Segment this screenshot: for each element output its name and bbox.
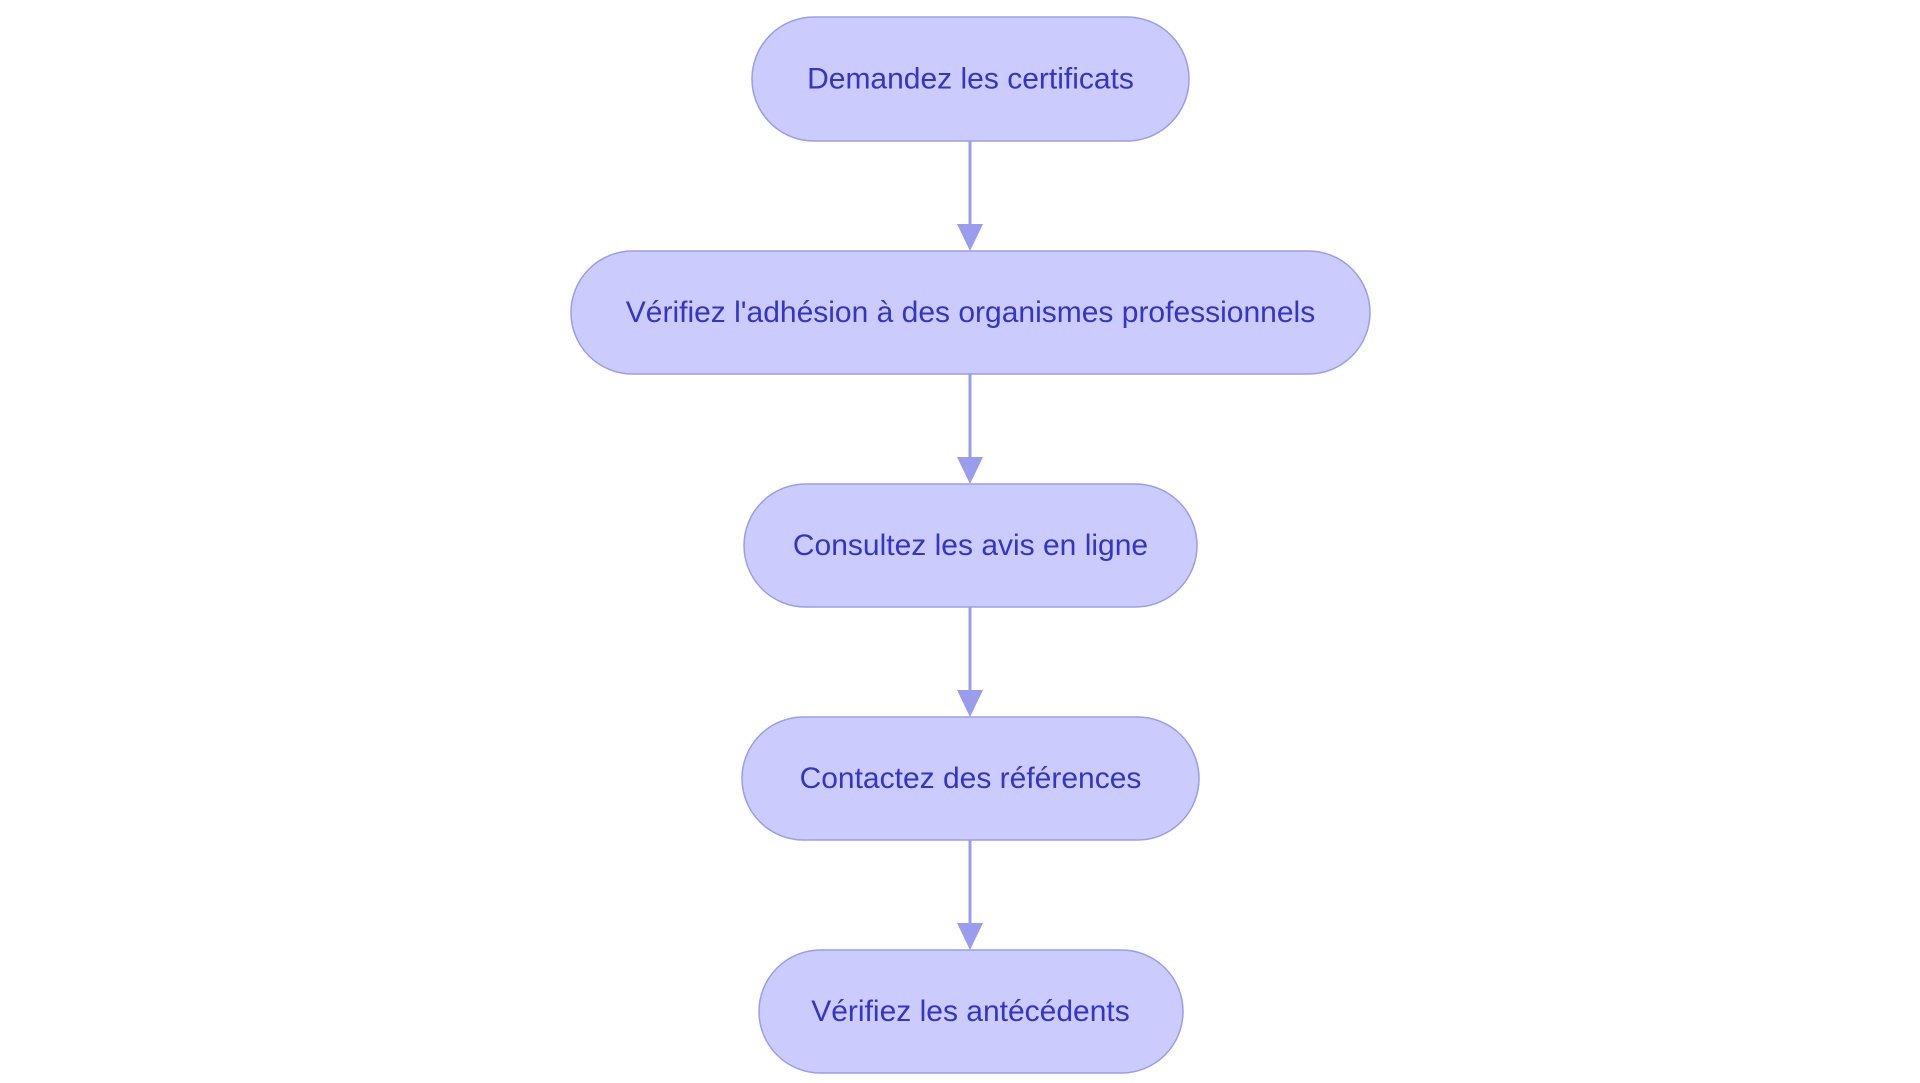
node-label: Vérifiez l'adhésion à des organismes pro… [626,296,1315,329]
node-label: Vérifiez les antécédents [811,995,1130,1028]
node-consultez-avis-en-ligne: Consultez les avis en ligne [743,483,1198,608]
edge-n1-n2 [957,141,983,251]
edge-n2-n3 [957,374,983,484]
edge-n3-n4 [957,607,983,717]
node-contactez-des-references: Contactez des références [741,716,1200,841]
node-label: Contactez des références [800,762,1142,795]
edge-n4-n5 [957,840,983,950]
node-label: Consultez les avis en ligne [793,529,1148,562]
node-verifiez-les-antecedents: Vérifiez les antécédents [758,949,1184,1074]
node-verifiez-adhesion-organismes: Vérifiez l'adhésion à des organismes pro… [570,250,1371,375]
node-label: Demandez les certificats [807,63,1134,96]
node-demandez-les-certificats: Demandez les certificats [751,16,1190,142]
